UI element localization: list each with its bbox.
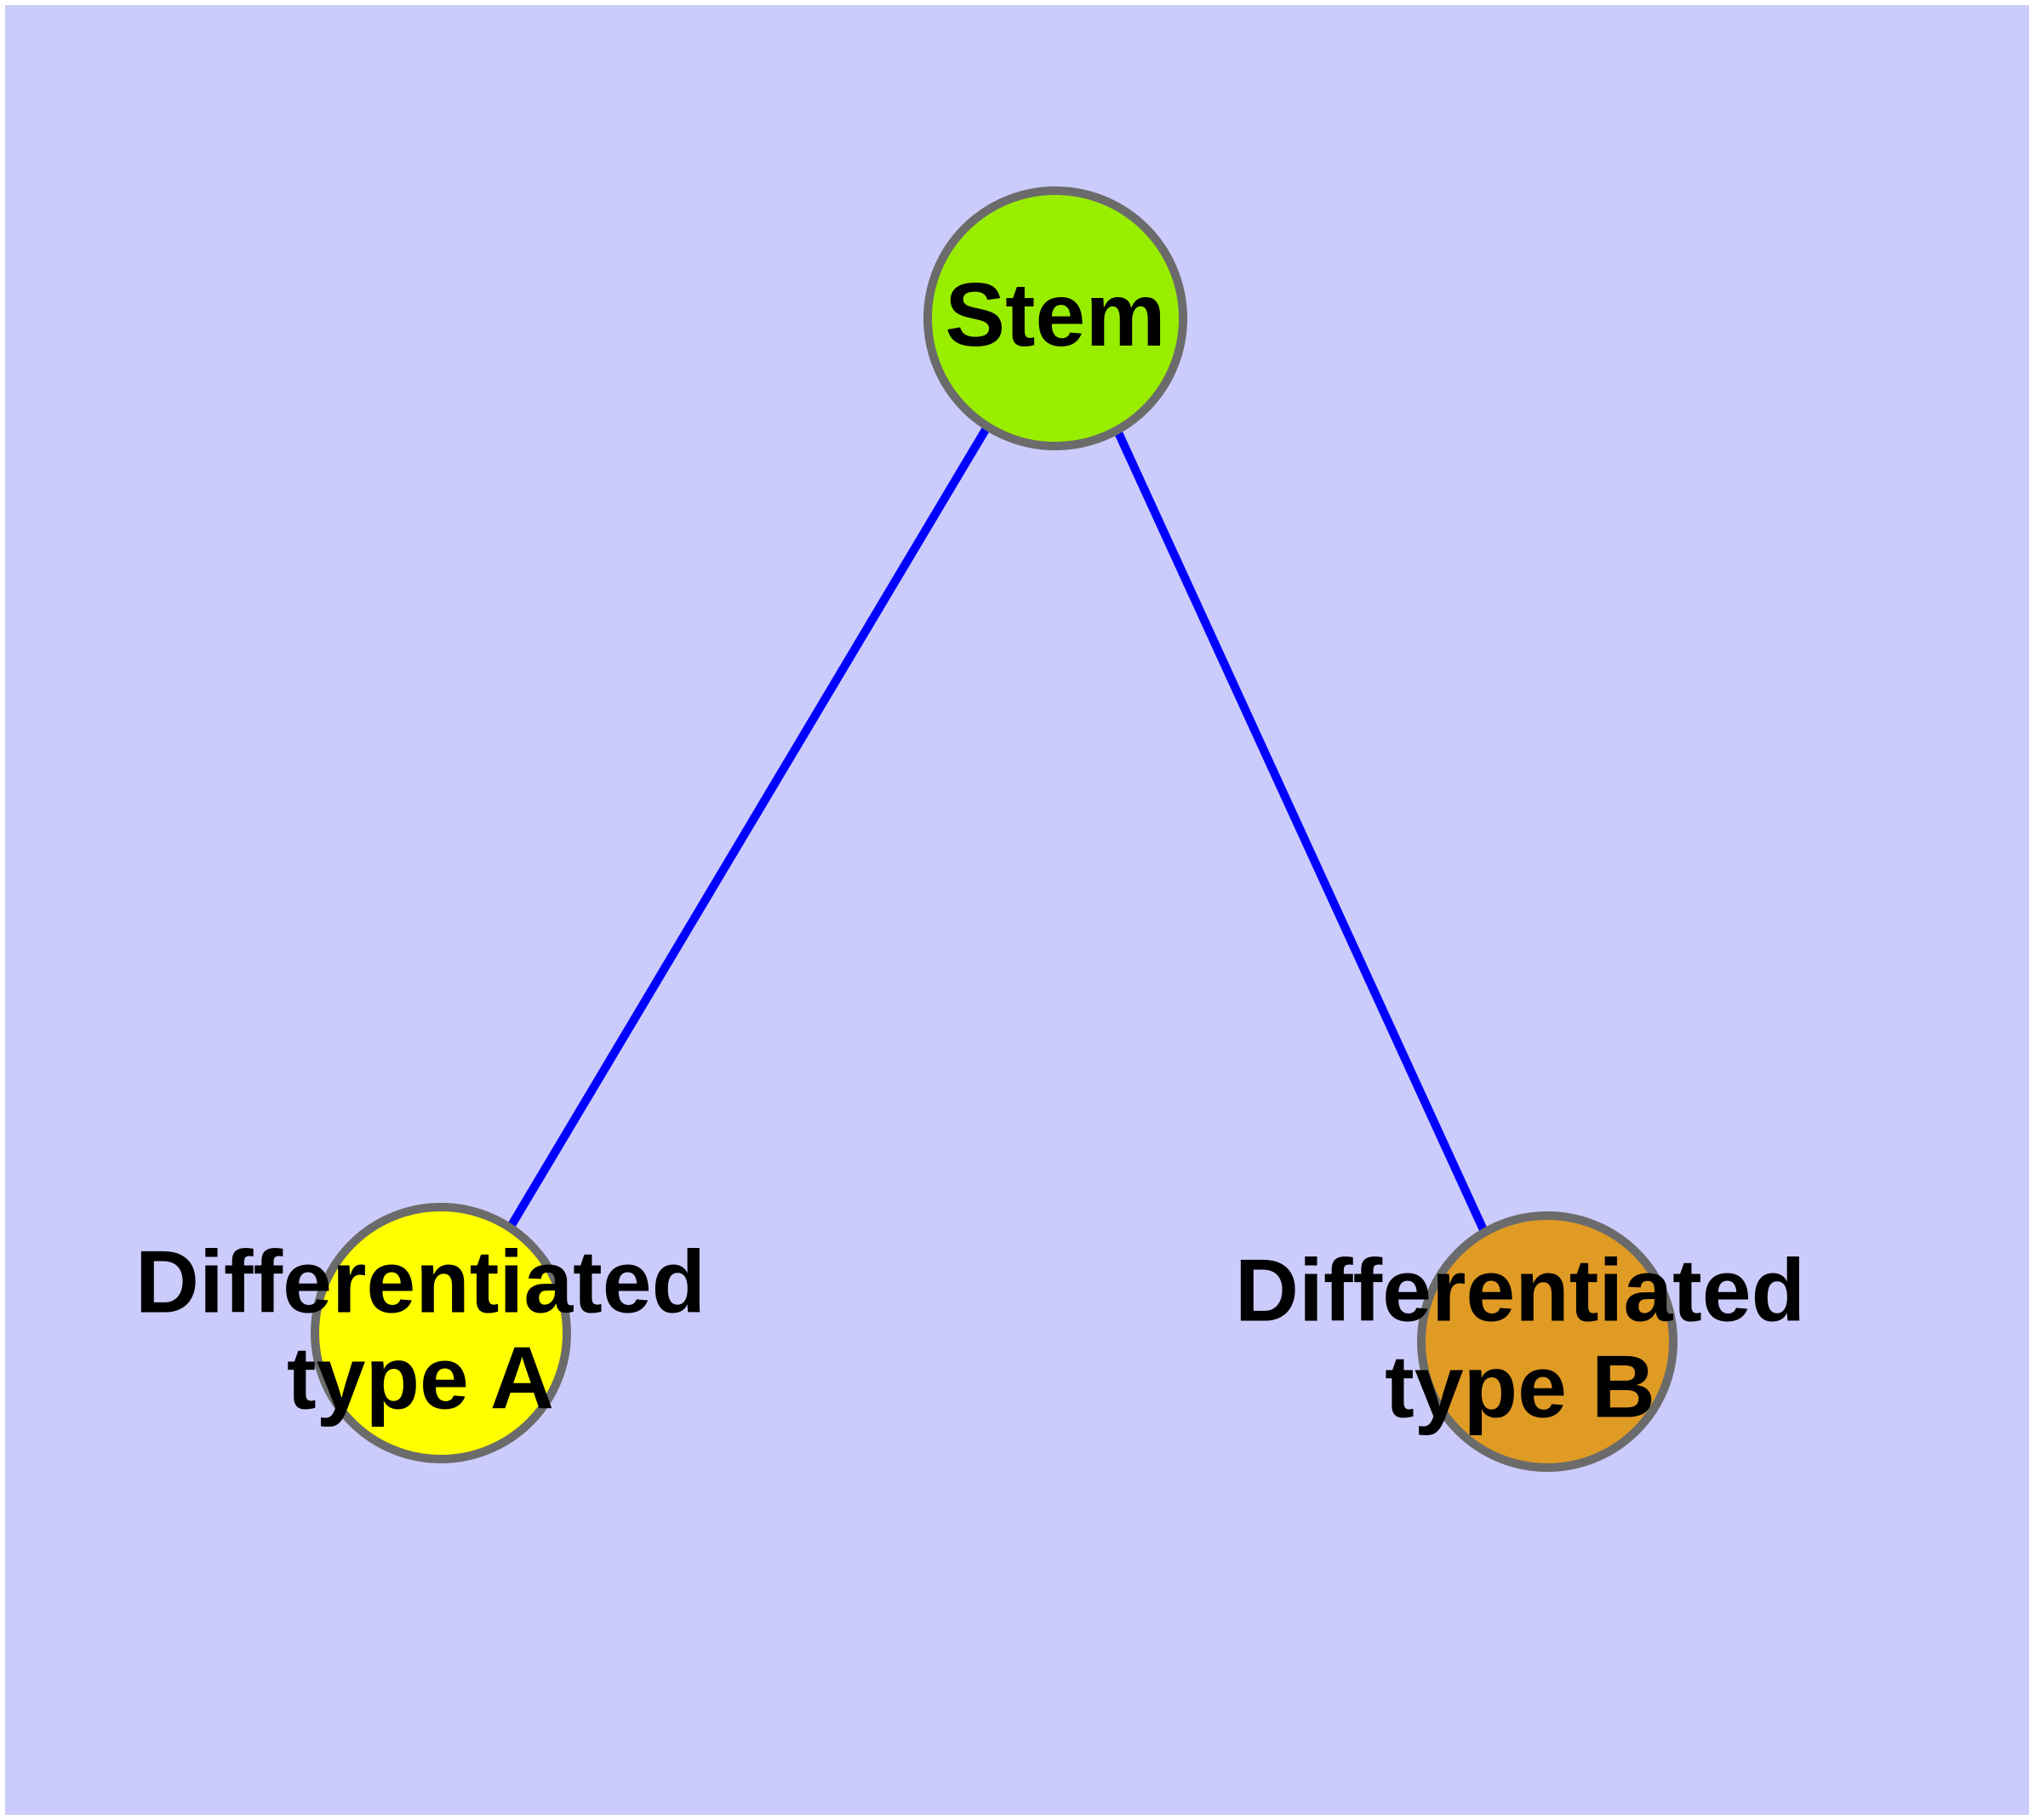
node-differentiated-type-b[interactable]: Differentiated type B bbox=[1235, 1211, 1805, 1472]
node-differentiated-type-a-label-line1: Differentiated bbox=[135, 1233, 706, 1331]
node-differentiated-type-a-label-line2: type A bbox=[287, 1329, 554, 1428]
edge-layer bbox=[506, 426, 1489, 1234]
node-stem-circle[interactable] bbox=[923, 186, 1187, 450]
edge-stem-to-differentiated-type-b[interactable] bbox=[1113, 428, 1489, 1234]
edge-stem-to-differentiated-type-a[interactable] bbox=[506, 426, 991, 1229]
node-stem-label: Stem bbox=[945, 265, 1165, 365]
node-layer: Stem Differentiated type A Differentiate… bbox=[135, 186, 1805, 1472]
node-stem[interactable]: Stem bbox=[923, 186, 1187, 450]
node-differentiated-type-b-circle[interactable] bbox=[1417, 1211, 1677, 1472]
node-differentiated-type-a[interactable]: Differentiated type A bbox=[135, 1203, 706, 1463]
node-differentiated-type-a-circle[interactable] bbox=[311, 1203, 571, 1463]
node-differentiated-type-b-label-line1: Differentiated bbox=[1235, 1241, 1805, 1340]
node-differentiated-type-b-label-line2: type B bbox=[1385, 1337, 1655, 1436]
